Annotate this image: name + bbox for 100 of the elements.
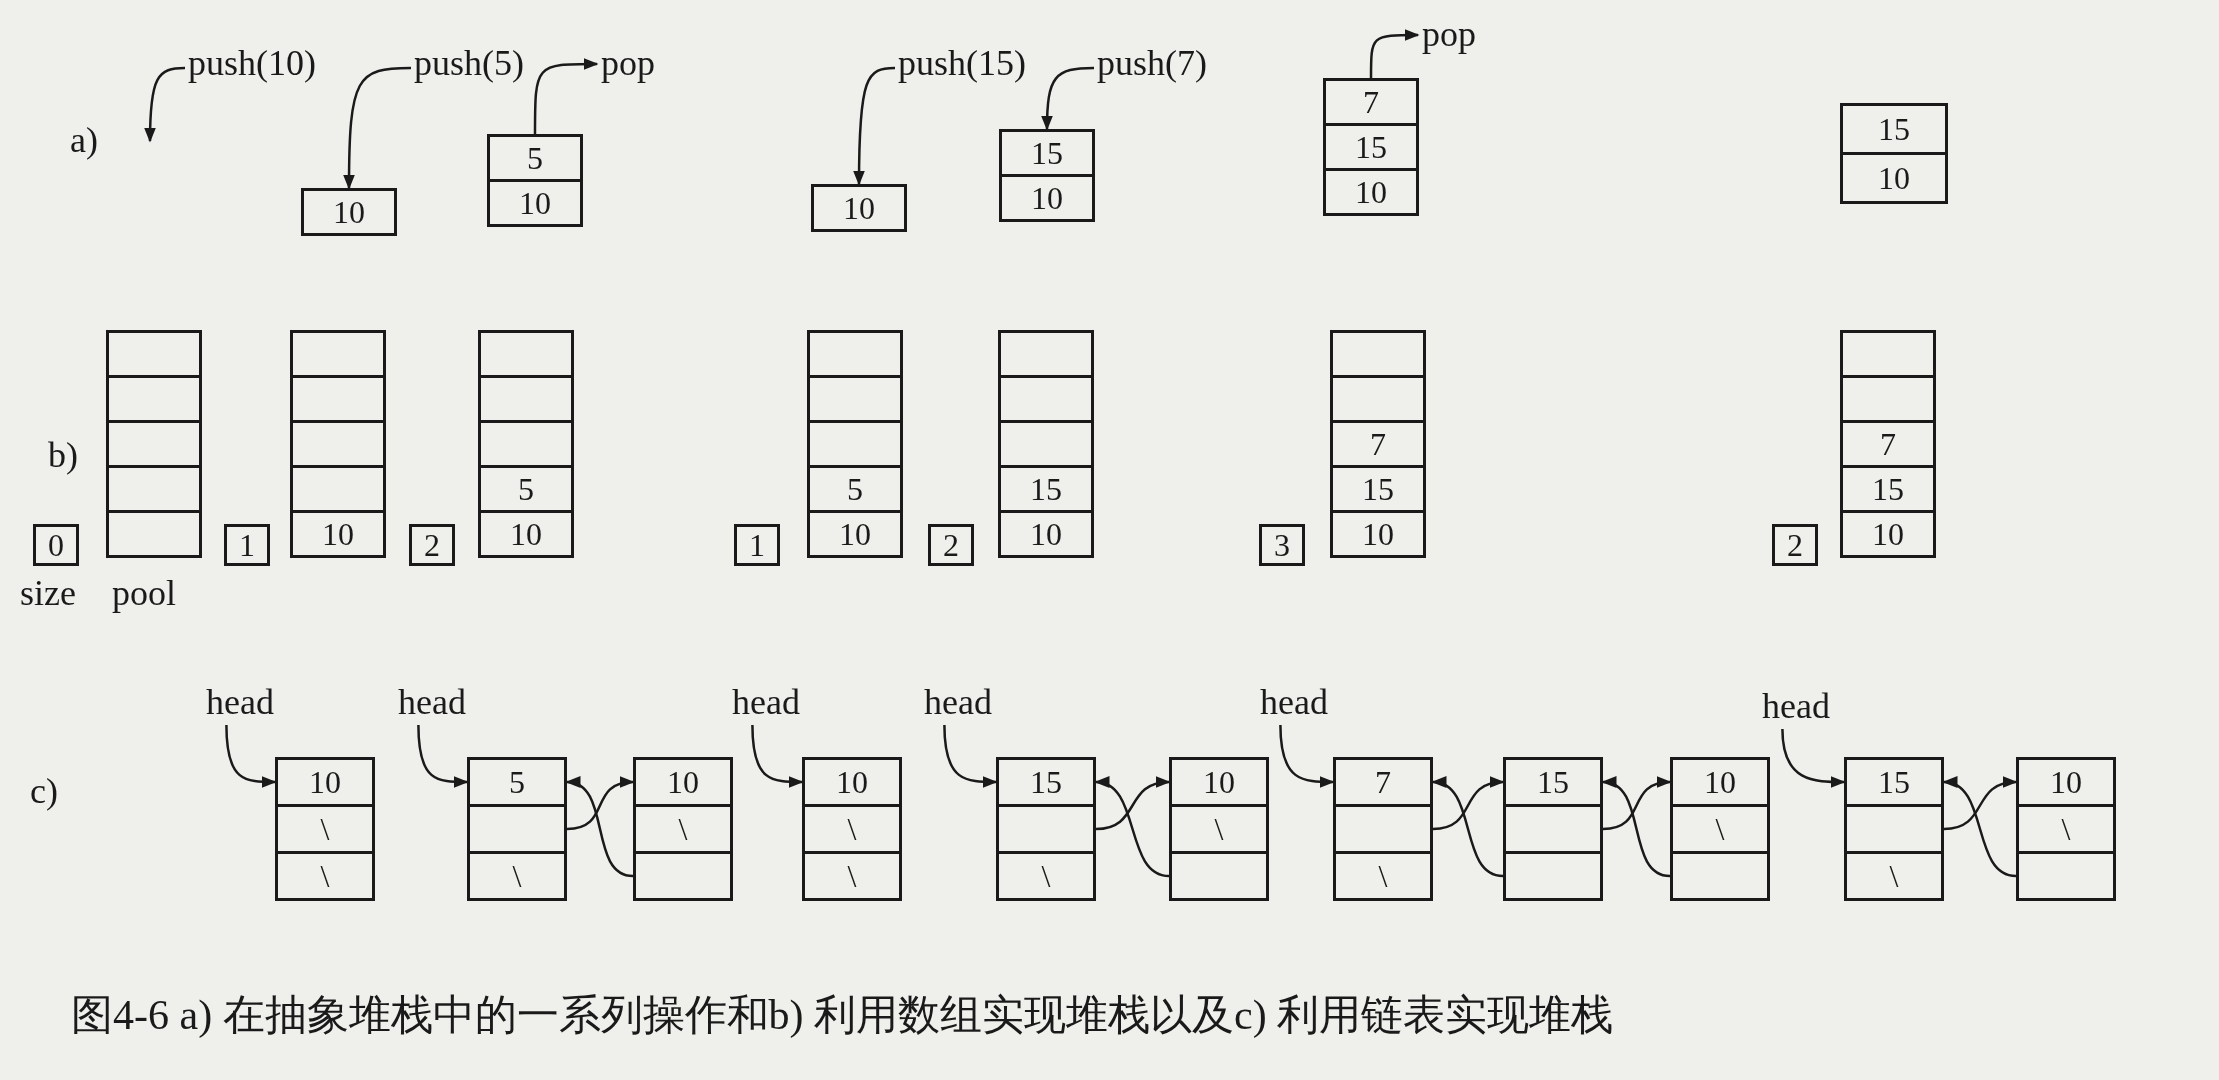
list-node-cell: \ <box>1333 851 1433 901</box>
array-cell <box>1840 330 1936 378</box>
arrow <box>417 724 469 788</box>
array-cell <box>807 420 903 468</box>
arrow <box>533 58 599 134</box>
arrow <box>1431 778 1504 878</box>
arrow <box>1602 777 1672 831</box>
size-box: 2 <box>409 524 455 566</box>
stack-cell: 7 <box>1323 78 1419 126</box>
array-cell: 10 <box>807 510 903 558</box>
array-cell <box>106 420 202 468</box>
list-node-cell <box>633 851 733 901</box>
list-node-cell: \ <box>802 851 902 901</box>
list-node-cell: \ <box>996 851 1096 901</box>
array-cell <box>106 465 202 513</box>
list-node-cell <box>1844 804 1944 854</box>
array-cell: 5 <box>478 465 574 513</box>
list-node-cell: 10 <box>2016 757 2116 807</box>
list-node-cell: 10 <box>1169 757 1269 807</box>
list-node-cell: 15 <box>1844 757 1944 807</box>
head-label: head <box>732 683 800 723</box>
size-box: 0 <box>33 524 79 566</box>
array-cell <box>998 375 1094 423</box>
operation-label: push(7) <box>1097 44 1207 84</box>
stack-cell: 10 <box>301 188 397 236</box>
list-node-cell: \ <box>633 804 733 854</box>
array-cell: 15 <box>998 465 1094 513</box>
stack-cell: 15 <box>1840 103 1948 155</box>
array-cell <box>478 375 574 423</box>
arrow <box>1095 777 1171 831</box>
arrow <box>565 778 634 878</box>
head-label: head <box>1762 687 1830 727</box>
array-cell <box>998 330 1094 378</box>
list-node-cell: 15 <box>1503 757 1603 807</box>
size-box: 2 <box>1772 524 1818 566</box>
arrow <box>1942 778 2017 878</box>
array-cell <box>106 510 202 558</box>
list-node-cell: \ <box>467 851 567 901</box>
column-label: size <box>20 574 76 614</box>
arrow <box>751 724 804 788</box>
arrow <box>1041 66 1095 131</box>
list-node-cell <box>1503 851 1603 901</box>
list-node-cell: \ <box>275 851 375 901</box>
list-node-cell: \ <box>1844 851 1944 901</box>
size-box: 1 <box>734 524 780 566</box>
panel-label: b) <box>48 436 78 476</box>
arrow <box>1369 29 1420 78</box>
stack-cell: 10 <box>1840 152 1948 204</box>
list-node-cell: \ <box>2016 804 2116 854</box>
array-cell <box>290 375 386 423</box>
array-cell: 5 <box>807 465 903 513</box>
array-cell: 15 <box>1330 465 1426 513</box>
column-label: pool <box>112 574 176 614</box>
size-box: 2 <box>928 524 974 566</box>
list-node-cell <box>467 804 567 854</box>
array-cell <box>478 420 574 468</box>
list-node-cell: 10 <box>633 757 733 807</box>
head-label: head <box>924 683 992 723</box>
array-cell <box>290 420 386 468</box>
stack-cell: 10 <box>487 179 583 227</box>
array-cell: 10 <box>478 510 574 558</box>
stack-cell: 15 <box>1323 123 1419 171</box>
list-node-cell: 5 <box>467 757 567 807</box>
array-cell: 10 <box>998 510 1094 558</box>
list-node-cell: \ <box>275 804 375 854</box>
array-cell <box>106 375 202 423</box>
array-cell <box>1330 375 1426 423</box>
array-cell: 10 <box>290 510 386 558</box>
arrow <box>1943 777 2018 831</box>
list-node-cell: \ <box>1169 804 1269 854</box>
size-box: 3 <box>1259 524 1305 566</box>
list-node-cell <box>1503 804 1603 854</box>
array-cell: 10 <box>1330 510 1426 558</box>
list-node-cell <box>1333 804 1433 854</box>
array-cell <box>106 330 202 378</box>
array-cell <box>478 330 574 378</box>
array-cell <box>998 420 1094 468</box>
arrow <box>566 777 635 831</box>
list-node-cell: 10 <box>275 757 375 807</box>
arrow <box>1279 724 1335 788</box>
list-node-cell <box>996 804 1096 854</box>
arrow <box>1432 777 1505 831</box>
stack-cell: 10 <box>811 184 907 232</box>
arrow <box>1094 778 1170 878</box>
operation-label: pop <box>601 44 655 84</box>
list-node-cell <box>1169 851 1269 901</box>
operation-label: push(10) <box>188 44 316 84</box>
size-box: 1 <box>224 524 270 566</box>
array-cell: 10 <box>1840 510 1936 558</box>
arrow <box>943 724 998 788</box>
operation-label: push(5) <box>414 44 524 84</box>
head-label: head <box>206 683 274 723</box>
list-node-cell: \ <box>1670 804 1770 854</box>
arrow <box>1781 728 1846 788</box>
figure-caption: 图4-6 a) 在抽象堆栈中的一系列操作和b) 利用数组实现堆栈以及c) 利用链表实现堆栈 <box>71 992 1614 1039</box>
array-cell <box>807 330 903 378</box>
head-label: head <box>1260 683 1328 723</box>
arrow <box>343 66 412 190</box>
stack-cell: 15 <box>999 129 1095 177</box>
stack-cell: 10 <box>1323 168 1419 216</box>
